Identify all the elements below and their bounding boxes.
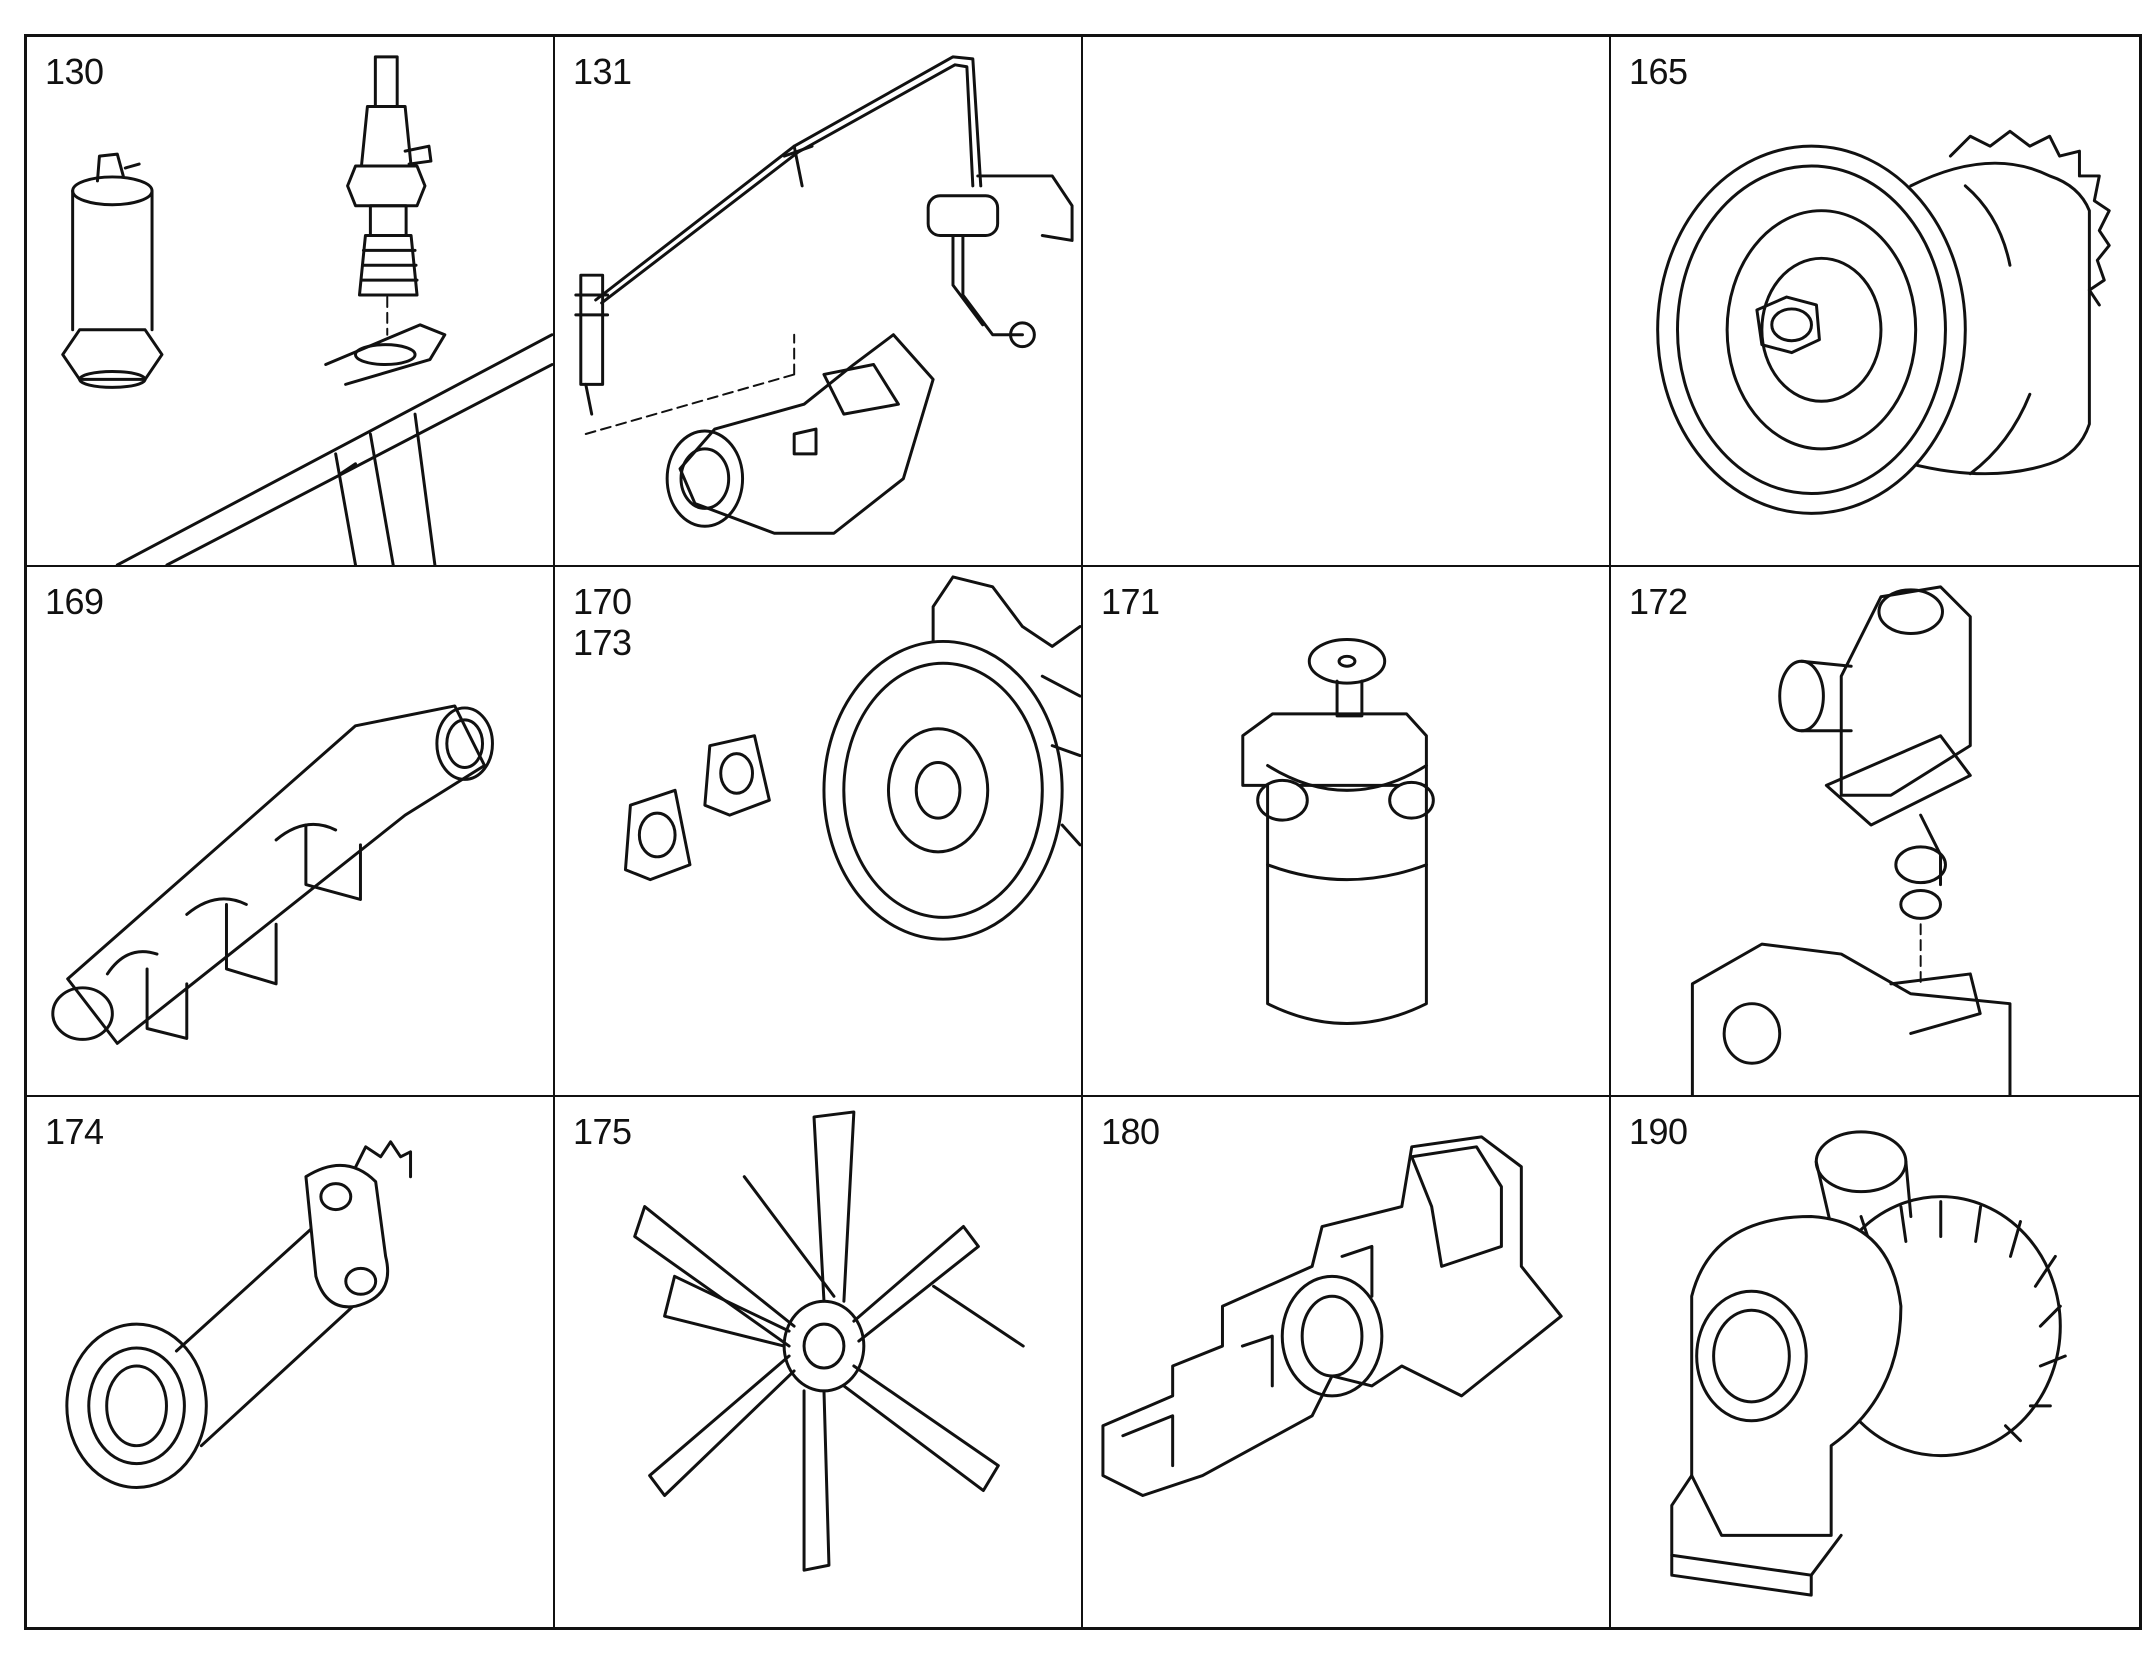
- cell-165[interactable]: 165: [1611, 37, 2139, 567]
- part-number: 180: [1101, 1111, 1160, 1152]
- cell-180[interactable]: 180: [1083, 1097, 1611, 1627]
- part-number: 170 173: [573, 581, 632, 664]
- part-number: 131: [573, 51, 632, 92]
- flywheel-housing-and-gaskets-icon: [623, 575, 1081, 941]
- cell-130[interactable]: 130: [27, 37, 555, 567]
- temperature-sender-and-glow-plug-icon: [61, 55, 553, 565]
- fan-blade-icon: [633, 1110, 1025, 1572]
- cell-174[interactable]: 174: [27, 1097, 555, 1627]
- cell-170-173[interactable]: 170 173: [555, 567, 1083, 1097]
- manifold-icon: [51, 704, 494, 1045]
- vibration-damper-pulley-icon: [1656, 129, 2111, 515]
- fuel-filter-icon: [1241, 637, 1435, 1026]
- part-number: 190: [1629, 1111, 1688, 1152]
- thermostat-housing-icon: [1690, 585, 2012, 1095]
- cell-blank: [1083, 37, 1611, 567]
- fuel-line-and-injector-icon: [574, 55, 1074, 535]
- part-number: 172: [1629, 581, 1688, 622]
- turbocharger-icon: [1670, 1130, 2067, 1597]
- cell-131[interactable]: 131: [555, 37, 1083, 567]
- part-number: 130: [45, 51, 104, 92]
- drive-shaft-icon: [65, 1140, 413, 1490]
- part-number: 169: [45, 581, 104, 622]
- cell-175[interactable]: 175: [555, 1097, 1083, 1627]
- cell-172[interactable]: 172: [1611, 567, 2139, 1097]
- exhaust-manifold-icon: [1101, 1135, 1563, 1497]
- part-number: 175: [573, 1111, 632, 1152]
- parts-grid: 130 131: [24, 34, 2142, 1630]
- part-number: 171: [1101, 581, 1160, 622]
- part-number: 174: [45, 1111, 104, 1152]
- cell-190[interactable]: 190: [1611, 1097, 2139, 1627]
- cell-171[interactable]: 171: [1083, 567, 1611, 1097]
- cell-169[interactable]: 169: [27, 567, 555, 1097]
- part-number: 165: [1629, 51, 1688, 92]
